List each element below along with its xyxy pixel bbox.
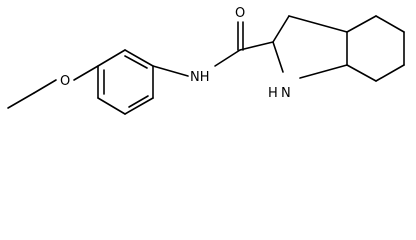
- bond-n-c7a: [299, 64, 348, 79]
- benzene-double-2: [128, 95, 149, 108]
- molecule-structure: O O NH H N: [7, 6, 405, 115]
- atom-label-amide-nh: NH: [190, 70, 210, 85]
- bond-c7-c7a: [346, 64, 377, 82]
- benzene-bond-5: [124, 49, 154, 67]
- cyclohexane-ring: [346, 15, 405, 82]
- atom-label-ether-oxygen: O: [60, 74, 70, 89]
- bond-c6-c7: [375, 64, 405, 82]
- bond-c3a-c4: [346, 15, 377, 33]
- bond-c3-c3a: [288, 15, 348, 33]
- amide-group: [214, 21, 274, 67]
- bond-carbonyl-c2: [239, 41, 274, 51]
- bond-nh-carbonyl: [214, 49, 241, 67]
- benzene-ring: [97, 49, 154, 115]
- benzene-bond-2: [97, 97, 126, 115]
- atom-label-ring-n: N: [281, 86, 291, 101]
- bond-ethyl-ch2-o: [33, 79, 57, 94]
- bond-c2-c3: [272, 15, 290, 43]
- bond-aryl-nh: [152, 65, 189, 77]
- benzene-bond-3: [124, 97, 154, 115]
- atom-label-ring-h: H: [268, 86, 278, 101]
- atom-label-carbonyl-oxygen: O: [235, 6, 245, 21]
- bond-c2-n: [272, 41, 284, 73]
- bond-o-aryl: [73, 65, 99, 81]
- ethyl-group: [7, 79, 57, 109]
- pyrrolidine-ring: [272, 15, 348, 79]
- benzene-double-3: [124, 55, 148, 69]
- benzene-bond-6: [97, 49, 126, 67]
- bond-c4-c5: [375, 15, 405, 33]
- bond-ethyl-ch3-ch2: [7, 92, 35, 109]
